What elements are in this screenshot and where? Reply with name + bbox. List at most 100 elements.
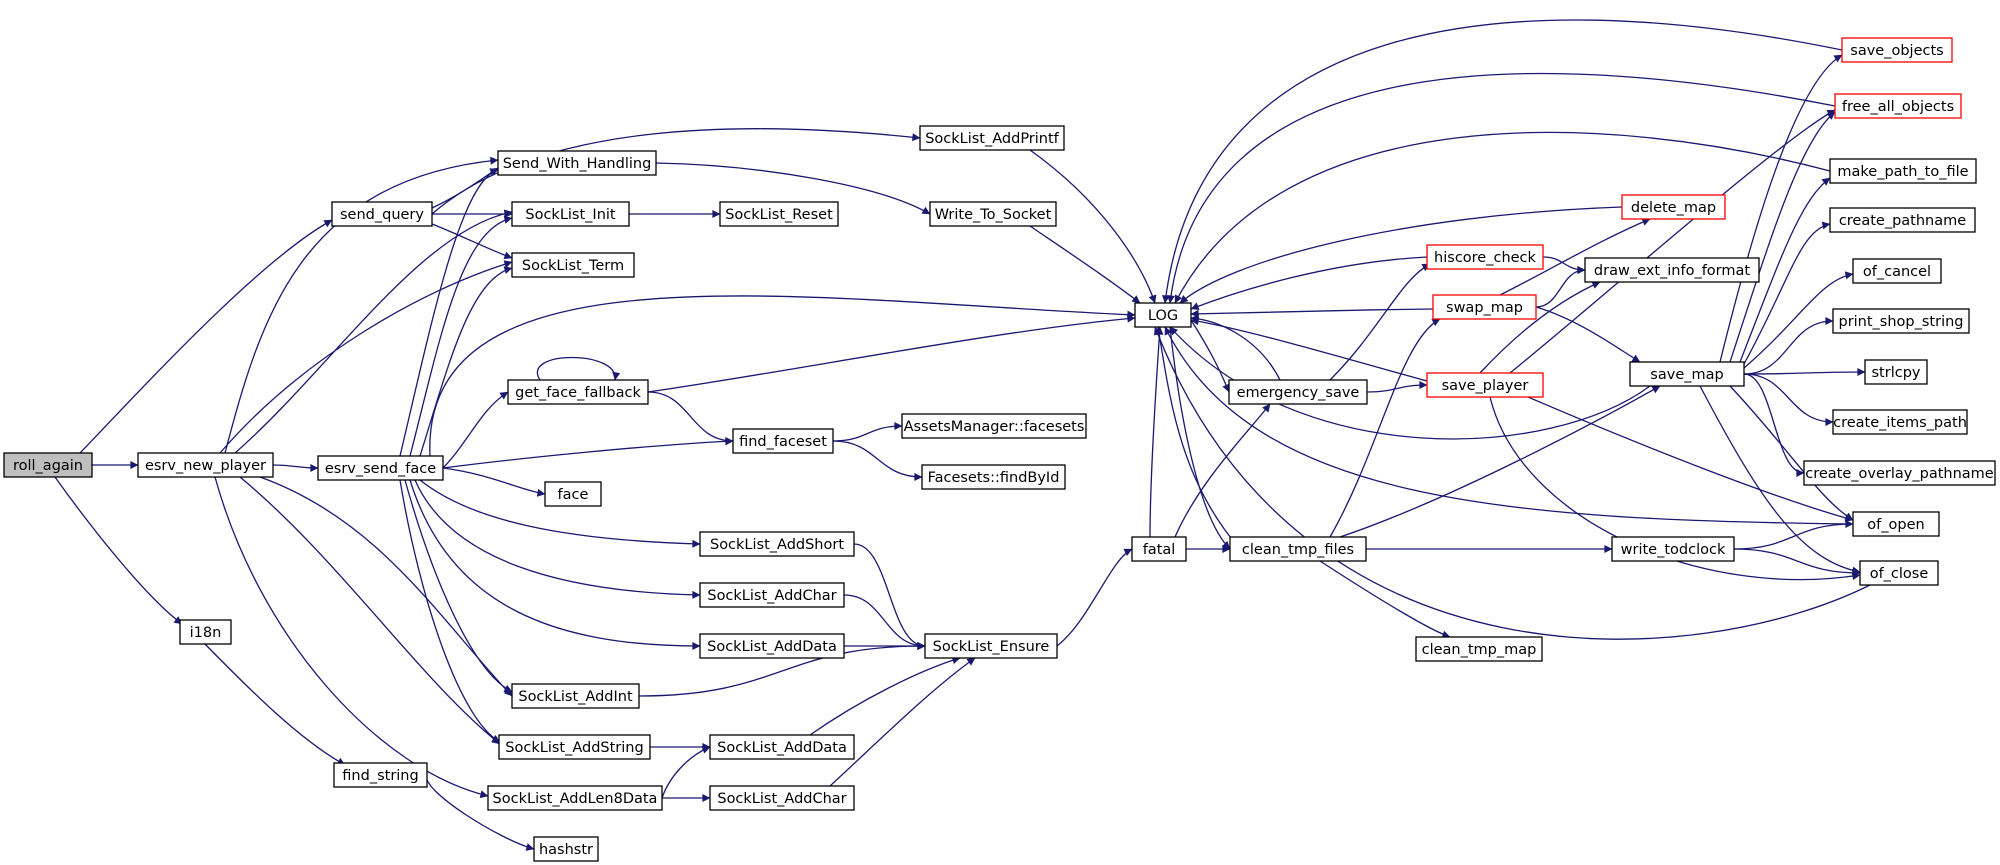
node-box (1432, 294, 1537, 320)
node-write_todclock[interactable]: write_todclock (1611, 536, 1735, 562)
node-send_query[interactable]: send_query (331, 201, 433, 227)
node-Facesets_findById[interactable]: Facesets::findById (921, 464, 1066, 490)
edge-write_todclock-to-of_open (1733, 520, 1854, 550)
node-label: draw_ext_info_format (1594, 263, 1750, 279)
node-SockList_Ensure[interactable]: SockList_Ensure (924, 633, 1058, 659)
node-SockList_AddPrintf[interactable]: SockList_AddPrintf (919, 125, 1065, 151)
node-create_pathname[interactable]: create_pathname (1829, 207, 1976, 233)
node-roll_again[interactable]: roll_again (3, 452, 93, 478)
node-SockList_Reset[interactable]: SockList_Reset (719, 201, 839, 227)
node-hashstr[interactable]: hashstr (533, 836, 599, 862)
node-label: emergency_save (1237, 385, 1360, 401)
edge-SockList_AddData_2-to-SockList_Ensure (809, 656, 961, 736)
edge-SockList_AddLen8Data-to-SockList_AddData_2 (661, 746, 711, 799)
node-box (511, 252, 635, 278)
node-box (1134, 302, 1192, 328)
node-clean_tmp_map[interactable]: clean_tmp_map (1415, 636, 1543, 662)
node-save_objects[interactable]: save_objects (1841, 37, 1953, 63)
node-esrv_send_face[interactable]: esrv_send_face (317, 455, 444, 481)
node-clean_tmp_files[interactable]: clean_tmp_files (1229, 536, 1367, 562)
node-SockList_AddString[interactable]: SockList_AddString (498, 734, 651, 760)
node-box (507, 379, 649, 405)
node-find_string[interactable]: find_string (333, 762, 428, 788)
node-box (333, 762, 428, 788)
edge-get_face_fallback-to-find_faceset (647, 391, 734, 445)
node-free_all_objects[interactable]: free_all_objects (1834, 93, 1962, 119)
node-save_player[interactable]: save_player (1426, 372, 1544, 398)
edge-save_map-to-of_close (1699, 385, 1861, 575)
edge-emergency_save-to-hiscore_check (1329, 263, 1431, 381)
node-box (511, 683, 640, 709)
node-label: SockList_AddString (505, 740, 643, 756)
node-of_cancel[interactable]: of_cancel (1852, 258, 1942, 284)
node-make_path_to_file[interactable]: make_path_to_file (1829, 158, 1977, 184)
node-create_overlay_pathname[interactable]: create_overlay_pathname (1803, 460, 1996, 486)
node-LOG[interactable]: LOG (1134, 302, 1192, 328)
node-box (1629, 361, 1745, 387)
edge-esrv_send_face-to-SockList_AddString (399, 479, 501, 743)
node-SockList_AddChar_1[interactable]: SockList_AddChar (699, 582, 845, 608)
node-get_face_fallback[interactable]: get_face_fallback (507, 379, 649, 405)
node-SockList_AddInt[interactable]: SockList_AddInt (511, 683, 640, 709)
node-strlcpy[interactable]: strlcpy (1864, 359, 1928, 385)
node-swap_map[interactable]: swap_map (1432, 294, 1537, 320)
node-box (1415, 636, 1543, 662)
node-i18n[interactable]: i18n (179, 619, 232, 645)
node-hiscore_check[interactable]: hiscore_check (1426, 244, 1544, 270)
edge-clean_tmp_files-to-save_map (1339, 385, 1661, 538)
node-label: print_shop_string (1838, 314, 1963, 330)
node-SockList_Term[interactable]: SockList_Term (511, 252, 635, 278)
edge-find_string-to-hashstr (426, 774, 535, 851)
node-of_close[interactable]: of_close (1859, 560, 1939, 586)
node-Write_To_Socket[interactable]: Write_To_Socket (929, 201, 1057, 227)
node-box (699, 531, 855, 557)
node-SockList_AddData_2[interactable]: SockList_AddData (709, 734, 855, 760)
edge-save_map-to-free_all_objects (1729, 111, 1836, 363)
node-SockList_AddData_1[interactable]: SockList_AddData (699, 633, 845, 659)
edge-find_faceset-to-AssetsManager_facesets (832, 422, 903, 442)
node-box (498, 734, 651, 760)
node-face[interactable]: face (544, 481, 602, 507)
node-esrv_new_player[interactable]: esrv_new_player (137, 452, 274, 478)
edge-save_map-to-create_overlay_pathname (1743, 373, 1805, 477)
edge-esrv_send_face-to-SockList_Init (409, 215, 513, 457)
node-SockList_AddLen8Data[interactable]: SockList_AddLen8Data (487, 785, 663, 811)
edge-save_player-to-draw_ext_info_format (1479, 281, 1601, 374)
node-print_shop_string[interactable]: print_shop_string (1832, 308, 1970, 334)
edge-save_player-to-of_open (1499, 384, 1854, 522)
node-label: Send_With_Handling (503, 156, 652, 172)
node-AssetsManager_facesets[interactable]: AssetsManager::facesets (901, 413, 1087, 439)
edge-save_map-to-make_path_to_file (1739, 177, 1831, 363)
node-save_map[interactable]: save_map (1629, 361, 1745, 387)
node-fatal[interactable]: fatal (1131, 536, 1187, 562)
node-box (924, 633, 1058, 659)
edge-SockList_AddChar_2-to-SockList_Ensure (829, 657, 976, 787)
node-draw_ext_info_format[interactable]: draw_ext_info_format (1584, 257, 1760, 283)
node-box (732, 428, 834, 454)
node-box (1832, 409, 1968, 435)
node-label: LOG (1148, 308, 1178, 324)
node-box (487, 785, 663, 811)
node-SockList_AddShort[interactable]: SockList_AddShort (699, 531, 855, 557)
edge-esrv_new_player-to-SockList_Init (234, 209, 513, 454)
node-Send_With_Handling[interactable]: Send_With_Handling (497, 150, 657, 176)
edge-esrv_send_face-to-SockList_AddChar_1 (414, 479, 701, 599)
edge-save_player-to-free_all_objects (1509, 109, 1836, 374)
node-SockList_Init[interactable]: SockList_Init (511, 201, 630, 227)
node-label: create_overlay_pathname (1805, 466, 1994, 482)
node-SockList_AddChar_2[interactable]: SockList_AddChar (709, 785, 855, 811)
edge-send_query-to-SockList_Term (431, 223, 513, 260)
node-delete_map[interactable]: delete_map (1621, 194, 1726, 220)
edge-hiscore_check-to-LOG (1190, 256, 1428, 310)
edge-Write_To_Socket-to-LOG (1029, 225, 1141, 304)
edge-clean_tmp_files-to-LOG (1155, 326, 1241, 550)
edge-of_close-to-LOG (1154, 326, 1871, 640)
node-find_faceset[interactable]: find_faceset (732, 428, 834, 454)
node-box (179, 619, 232, 645)
node-create_items_path[interactable]: create_items_path (1832, 409, 1968, 435)
node-of_open[interactable]: of_open (1852, 511, 1940, 537)
node-box (544, 481, 602, 507)
node-emergency_save[interactable]: emergency_save (1228, 379, 1368, 405)
node-box (699, 633, 845, 659)
node-label: hashstr (539, 842, 593, 858)
